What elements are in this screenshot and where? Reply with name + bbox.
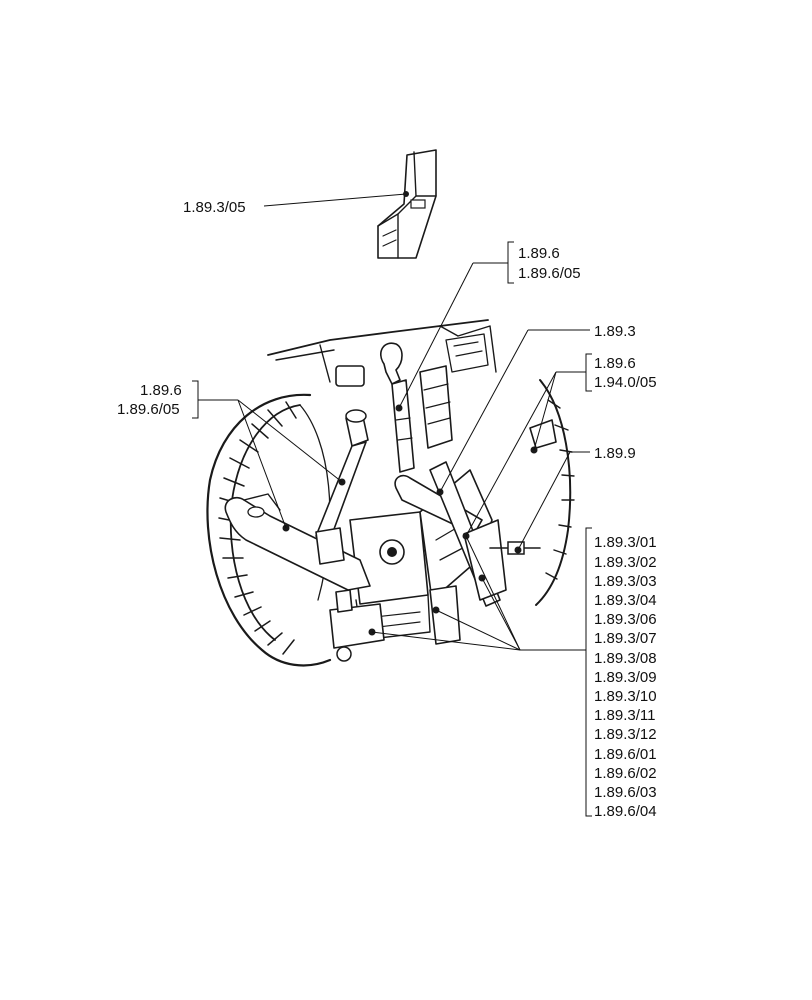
left-lower-link: [224, 493, 371, 591]
parts-list-item: 1.89.3/11: [594, 707, 655, 724]
parts-list-item: 1.89.3/10: [594, 688, 657, 705]
label-lift-arm: 1.89.3: [594, 323, 636, 340]
parts-list-item: 1.89.3/07: [594, 630, 657, 647]
parts-list-item: 1.89.6/02: [594, 765, 657, 782]
parts-list-item: 1.89.3/12: [594, 726, 657, 743]
parts-list-item: 1.89.3/09: [594, 669, 657, 686]
parts-list: 1.89.3/01 1.89.3/02 1.89.3/03 1.89.3/04 …: [594, 534, 657, 820]
label-stabilizer: 1.89.9: [594, 445, 636, 462]
left-tyre: [206, 393, 332, 667]
parts-list-item: 1.89.3/04: [594, 592, 657, 609]
label-top-part: 1.89.3/05: [183, 199, 246, 216]
parts-list-item: 1.89.3/01: [594, 534, 657, 551]
parts-list-item: 1.89.3/02: [594, 554, 657, 571]
parts-list-item: 1.89.3/08: [594, 650, 657, 667]
parts-list-item: 1.89.3/03: [594, 573, 657, 590]
callout-labels: 1.89.3/05 1.89.6 1.89.6/05 1.89.3 1.89.6…: [117, 199, 657, 820]
right-tyre: [535, 379, 575, 606]
label-top-link-1: 1.89.6: [518, 245, 560, 262]
parts-list-item: 1.89.6/03: [594, 784, 657, 801]
label-right-group-2: 1.94.0/05: [594, 374, 657, 391]
parts-list-item: 1.89.6/01: [594, 746, 657, 763]
parts-list-item: 1.89.3/06: [594, 611, 657, 628]
parts-list-item: 1.89.6/04: [594, 803, 657, 820]
label-top-link-2: 1.89.6/05: [518, 265, 581, 282]
label-left-arms-2: 1.89.6/05: [117, 401, 180, 418]
label-left-arms-1: 1.89.6: [140, 382, 182, 399]
drawbar: [329, 589, 385, 662]
detached-bracket-illustration: [377, 149, 437, 259]
hitch-assembly-illustration: [206, 319, 575, 667]
cab-structure: [267, 319, 497, 387]
label-right-group-1: 1.89.6: [594, 355, 636, 372]
top-link: [380, 342, 453, 473]
leader-lines: [192, 191, 592, 817]
